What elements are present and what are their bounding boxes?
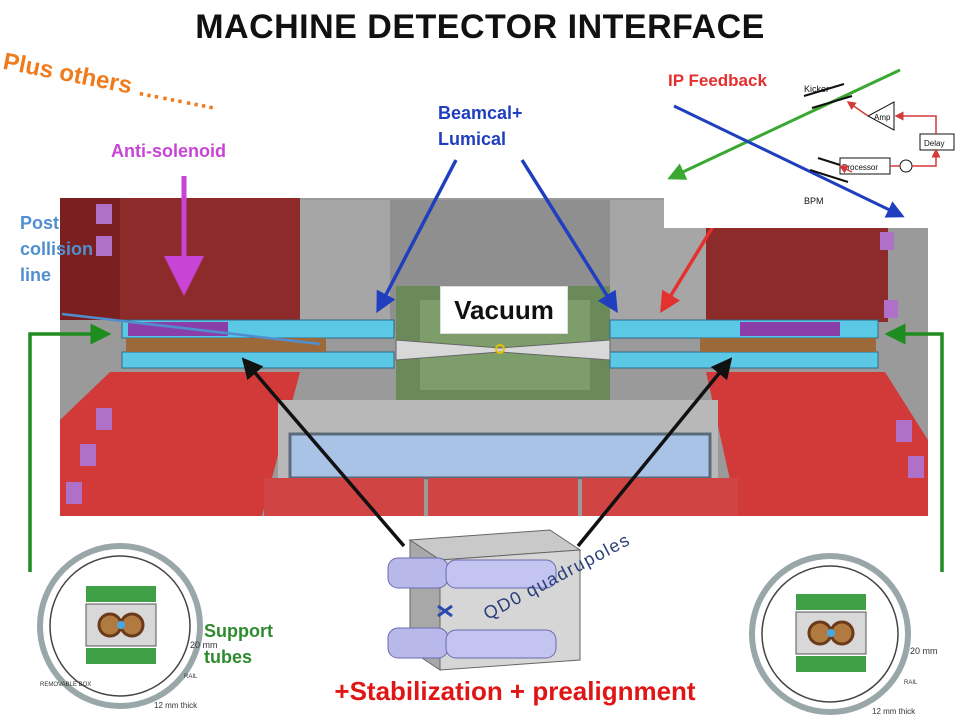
left-copper <box>126 338 326 352</box>
dim-label: 20 mm <box>190 640 218 650</box>
ip-feedback-inset <box>664 62 960 228</box>
right-beamline-lower <box>609 351 879 369</box>
pole-coil <box>387 627 449 659</box>
ip-feedback-label: IP Feedback <box>668 71 767 90</box>
rail-label: RAIL <box>184 674 198 680</box>
side-tile <box>96 408 112 430</box>
incoming-beam <box>673 104 905 218</box>
left-coil <box>60 372 300 516</box>
support-arrow-right <box>884 323 944 572</box>
ip-feedback-schematic: Kicker BPM Amp Delay Processor <box>667 68 955 218</box>
dim-label: 20 mm <box>910 646 938 656</box>
side-tile <box>880 232 894 250</box>
bpm-label: BPM <box>804 196 824 206</box>
left-beamline-lower <box>121 351 395 369</box>
kicker-plate <box>803 83 845 97</box>
pole-coil <box>387 557 449 589</box>
summing-node <box>899 159 913 173</box>
qd0-arrow-left <box>241 357 406 548</box>
right-coil <box>706 372 928 516</box>
bpm-plate <box>809 169 849 183</box>
box-label: REMOVABLE BOX <box>40 682 91 688</box>
support-tubes-label: Support tubes <box>204 621 273 667</box>
page-title: MACHINE DETECTOR INTERFACE <box>195 8 765 46</box>
side-tile <box>96 204 112 224</box>
stabilization-label: +Stabilization + prealignment <box>334 676 696 706</box>
support-block <box>86 586 156 602</box>
right-yoke <box>706 226 888 322</box>
amp-label: Amp <box>874 113 891 122</box>
beamcal-arrow-left <box>376 159 458 314</box>
side-tile <box>908 456 924 478</box>
post-collision-label: Post collision line <box>20 213 94 285</box>
inner-tube <box>761 565 899 703</box>
vacuum-label: Vacuum <box>440 286 568 334</box>
floor-red-mid <box>428 478 578 516</box>
side-tile <box>66 482 82 504</box>
feedback-path <box>838 165 853 174</box>
left-cross-section: 20 mm 12 mm thick REMOVABLE BOX RAIL <box>37 543 218 710</box>
support-block <box>796 656 866 672</box>
outer-tube <box>37 543 203 709</box>
field-symbol <box>437 604 453 618</box>
side-tile <box>80 444 96 466</box>
thick-label: 12 mm thick <box>872 707 916 716</box>
center-pit <box>288 432 712 480</box>
beam-aperture <box>117 621 125 629</box>
support-arrow-left <box>28 323 112 572</box>
pole-coil <box>445 629 557 659</box>
inner-tube <box>49 555 191 697</box>
floor-red-left <box>264 478 424 516</box>
support-block <box>86 648 156 664</box>
pole-coil <box>445 559 557 589</box>
rail-label: RAIL <box>904 680 918 686</box>
beamcal-label: Beamcal+ Lumical <box>438 103 523 149</box>
beam-aperture <box>827 629 835 637</box>
feedback-path <box>912 148 941 167</box>
anti-solenoid-label: Anti-solenoid <box>111 141 226 161</box>
feedback-path <box>894 111 937 134</box>
kicker-label: Kicker <box>804 84 829 94</box>
qd0-arrow-right <box>576 357 733 548</box>
right-copper <box>700 338 876 352</box>
delay-label: Delay <box>924 139 944 148</box>
side-tile <box>884 300 898 318</box>
interaction-point <box>495 344 505 354</box>
side-tile <box>896 420 912 442</box>
feedback-path <box>846 101 869 117</box>
right-purple-block <box>740 322 840 336</box>
right-cross-section: 20 mm 12 mm thick RAIL <box>749 553 938 716</box>
post-collision-pointer <box>61 312 321 346</box>
beamcal-arrow-right <box>520 159 618 313</box>
processor-label: Processor <box>842 163 878 172</box>
outgoing-beam <box>667 68 901 180</box>
qd0-quadrupole-model <box>387 529 582 671</box>
kicker-plate <box>811 95 853 109</box>
outer-tube <box>749 553 911 715</box>
thick-label: 12 mm thick <box>154 701 198 710</box>
side-tile <box>96 236 112 256</box>
support-block <box>796 594 866 610</box>
amp-triangle <box>866 101 895 131</box>
